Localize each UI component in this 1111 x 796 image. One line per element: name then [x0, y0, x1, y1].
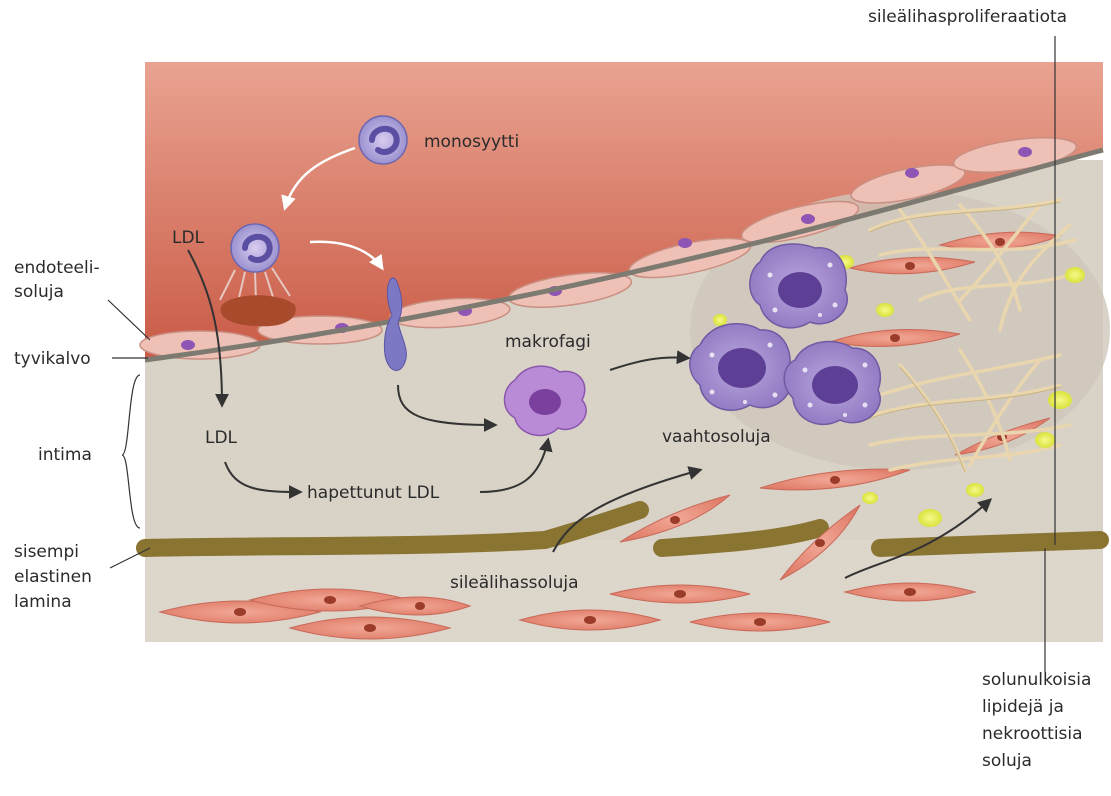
label-smooth-muscle-proliferation: sileälihasproliferaatiota: [868, 7, 1067, 27]
label-smooth-muscle-cells: sileälihassoluja: [450, 573, 579, 593]
label-oxidized-ldl: hapettunut LDL: [307, 483, 440, 503]
label-endothelial-line2: soluja: [14, 282, 64, 302]
label-ldl-top: LDL: [172, 228, 205, 248]
label-extracellular-line1: solunulkoisia: [982, 670, 1091, 690]
foam-cell: [784, 342, 880, 425]
label-endothelial-line1: endoteeli-: [14, 258, 100, 278]
label-ldl-intima: LDL: [205, 428, 238, 448]
monocyte-cell: [359, 116, 407, 164]
label-extracellular-line2: lipidejä ja: [982, 697, 1064, 717]
label-foam-cells: vaahtosoluja: [662, 427, 771, 447]
label-elastic-lamina-line2: elastinen: [14, 567, 92, 587]
label-macrophage: makrofagi: [505, 332, 591, 352]
label-extracellular-line4: soluja: [982, 751, 1032, 771]
label-elastic-lamina-line1: sisempi: [14, 542, 79, 562]
label-elastic-lamina-line3: lamina: [14, 592, 72, 612]
label-monocyte: monosyytti: [424, 132, 519, 152]
label-intima: intima: [38, 445, 92, 465]
foam-cell: [750, 244, 847, 328]
label-extracellular-line3: nekroottisia: [982, 724, 1083, 744]
label-basement-membrane: tyvikalvo: [14, 349, 91, 369]
